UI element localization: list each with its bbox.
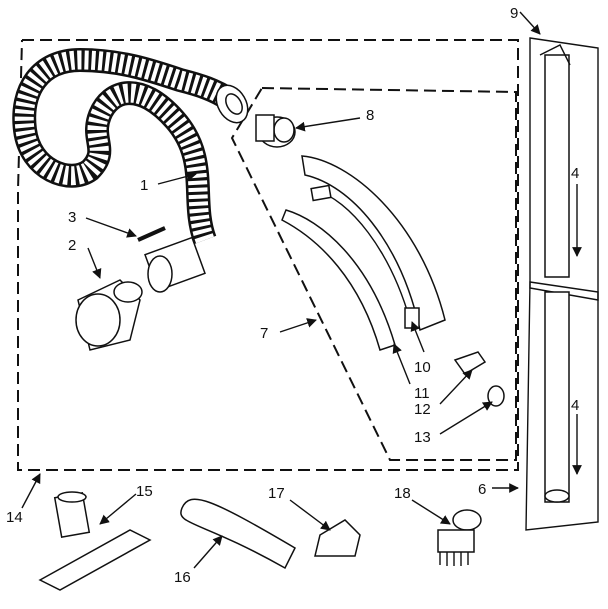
callout-6: 6 [478,481,486,498]
callout-11: 11 [414,385,430,402]
callout-7: 7 [260,325,268,342]
upholstery-tool [314,519,361,557]
kit-boundary-14 [17,39,519,471]
callout-4-lower: 4 [571,397,579,414]
kit-boundary-7 [230,86,517,461]
callout-2: 2 [68,237,76,254]
clip-part [453,351,505,407]
callout-17: 17 [268,485,285,502]
callout-16: 16 [174,569,191,586]
leader-lines [21,11,582,569]
callout-3: 3 [68,209,76,226]
callout-15: 15 [136,483,153,500]
callout-13: 13 [414,429,431,446]
dusting-brush-tool [437,509,482,566]
floor-brush-tool [38,491,152,591]
callout-8: 8 [366,107,374,124]
callout-1: 1 [140,177,148,194]
hose-handle-part [75,279,143,351]
wand-housing-part [281,155,446,351]
callout-14: 14 [6,509,23,526]
swivel-part [255,114,296,148]
hose-part [12,47,249,293]
pin-part [137,226,166,242]
callout-10: 10 [414,359,431,376]
callout-12: 12 [414,401,431,418]
callout-4-upper: 4 [571,165,579,182]
upper-wand-part [529,37,599,301]
callout-18: 18 [394,485,411,502]
crevice-tool [180,498,296,570]
lower-wand-part [525,281,599,531]
callout-9: 9 [510,5,518,22]
